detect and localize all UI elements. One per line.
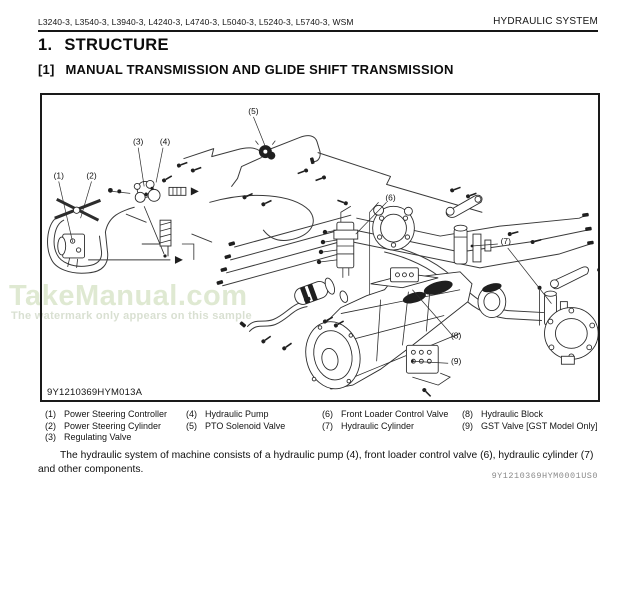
legend-item-number: (5) — [186, 420, 197, 431]
legend-item: (8) Hydraulic Block — [462, 409, 598, 421]
legend-item-label: GST Valve [GST Model Only] — [481, 420, 598, 431]
legend-item: (5) PTO Solenoid Valve — [186, 421, 285, 433]
description-paragraph: The hydraulic system of machine consists… — [38, 450, 594, 475]
header-rule — [38, 30, 598, 32]
watermark-subtext: The watermark only appears on this sampl… — [11, 310, 252, 322]
subsection-number: [1] — [38, 62, 55, 77]
legend-item-number: (1) — [45, 409, 56, 419]
hydraulic-system-diagram: (1) (2) (3) (4) (5) (6) (7) (8) (9) — [47, 106, 598, 398]
callout-6: (6) — [385, 192, 396, 202]
header-model-list: L3240-3, L3540-3, L3940-3, L4240-3, L474… — [38, 17, 354, 27]
subsection-title: MANUAL TRANSMISSION AND GLIDE SHIFT TRAN… — [65, 62, 454, 77]
legend-item-label: Hydraulic Pump — [205, 409, 269, 419]
legend-item: (2) Power Steering Cylinder — [45, 421, 167, 433]
callout-2: (2) — [86, 170, 97, 180]
callout-9: (9) — [451, 356, 462, 366]
section-title: STRUCTURE — [64, 36, 169, 54]
legend-item: (4) Hydraulic Pump — [186, 409, 285, 421]
callout-7: (7) — [501, 236, 512, 246]
subsection-heading: [1] MANUAL TRANSMISSION AND GLIDE SHIFT T… — [38, 62, 454, 77]
callout-4: (4) — [160, 137, 171, 147]
callout-3: (3) — [133, 137, 144, 147]
legend-item: (7) Hydraulic Cylinder — [322, 421, 448, 433]
legend-item-number: (2) — [45, 420, 56, 431]
legend-item-number: (6) — [322, 409, 333, 419]
legend-item-label: Front Loader Control Valve — [341, 409, 449, 419]
legend-column: (6) Front Loader Control Valve (7) Hydraul… — [322, 409, 448, 432]
callout-1: (1) — [54, 170, 65, 180]
legend-item-label: Hydraulic Cylinder — [341, 420, 415, 431]
legend-item-number: (7) — [322, 420, 333, 431]
legend-column: (4) Hydraulic Pump (5) PTO Solenoid Valve — [186, 409, 285, 432]
legend-item-number: (9) — [462, 420, 473, 431]
figure-number: 9Y1210369HYM013A — [47, 387, 143, 398]
section-number: 1. — [38, 36, 53, 54]
legend-item-number: (4) — [186, 409, 197, 419]
legend-item-number: (3) — [45, 432, 56, 442]
legend-item: (3) Regulating Valve — [45, 432, 167, 444]
callout-8: (8) — [451, 330, 462, 340]
diagram-frame: (1) (2) (3) (4) (5) (6) (7) (8) (9) 9Y12… — [40, 93, 600, 402]
legend-item-label: Regulating Valve — [64, 432, 132, 442]
watermark-text: TakeManual.com — [9, 280, 248, 312]
legend-item: (1) Power Steering Controller — [45, 409, 167, 421]
legend-item: (9) GST Valve [GST Model Only] — [462, 421, 598, 433]
legend-item-label: Power Steering Cylinder — [64, 420, 162, 431]
section-heading: 1. STRUCTURE — [38, 36, 169, 55]
legend-column: (8) Hydraulic Block (9) GST Valve [GST Mod… — [462, 409, 598, 432]
header-section-title: HYDRAULIC SYSTEM — [493, 16, 598, 27]
page-reference-code: 9Y1210369HYM0001US0 — [491, 471, 598, 481]
legend-item-label: Power Steering Controller — [64, 409, 168, 419]
legend-item-label: PTO Solenoid Valve — [205, 420, 286, 431]
legend-item-label: Hydraulic Block — [481, 409, 544, 419]
legend-column: (1) Power Steering Controller (2) Power St… — [45, 409, 167, 444]
callout-5: (5) — [248, 106, 259, 116]
legend-item: (6) Front Loader Control Valve — [322, 409, 448, 421]
legend-item-number: (8) — [462, 409, 473, 419]
